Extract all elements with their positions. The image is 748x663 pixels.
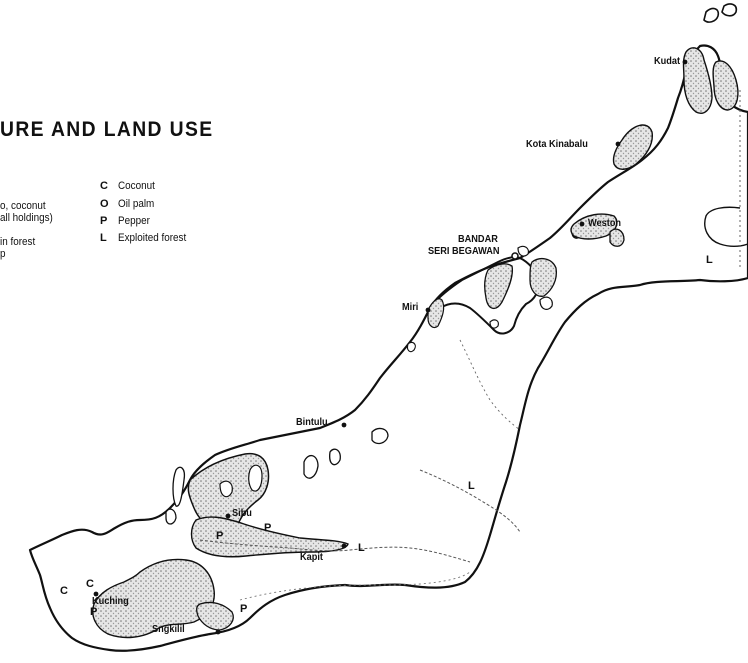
- miri-dot: [425, 307, 431, 313]
- symbol-forest-kapit: L: [358, 542, 365, 554]
- legend-code-coconut: C: [100, 180, 108, 192]
- weston-dot: [579, 221, 585, 227]
- legend-label-pepper: Pepper: [118, 215, 150, 227]
- legend-code-pepper: P: [100, 215, 108, 227]
- island-2: [721, 3, 738, 17]
- rajang-islet-3: [248, 464, 263, 492]
- brunei-stipple-east: [529, 257, 558, 297]
- symbol-pepper-south: P: [240, 603, 248, 615]
- brunei-islet: [517, 245, 529, 257]
- coast-islet: [406, 341, 416, 353]
- symbol-coconut-kuching: C: [86, 578, 94, 590]
- city-label-kota-kinabalu: Kota Kinabalu: [526, 139, 588, 150]
- kota-kinabalu-dot: [615, 141, 621, 147]
- city-label-weston: Weston: [588, 218, 622, 229]
- legend-label-oil-palm: Oil palm: [118, 198, 155, 210]
- city-label-bandar: BANDAR: [458, 234, 498, 245]
- symbol-pepper-sibu-1: P: [216, 530, 224, 542]
- legend-left-line-1: o, coconut: [0, 200, 46, 212]
- city-label-kuching: Kuching: [92, 596, 129, 607]
- legend-left-line-2: all holdings): [0, 212, 53, 224]
- legend-left-line-4: p: [0, 248, 6, 260]
- city-label-seri-begawan: SERI BEGAWAN: [428, 246, 500, 257]
- sabah-boundary: [704, 206, 748, 247]
- city-label-miri: Miri: [402, 302, 419, 313]
- city-label-kudat: Kudat: [654, 56, 681, 67]
- bintulu-dot: [341, 422, 347, 428]
- legend-code-exploited-forest: L: [100, 232, 107, 244]
- kudat-dot: [682, 59, 688, 65]
- kota-kinabalu-stipple: [612, 124, 653, 170]
- city-label-kapit: Kapit: [300, 552, 323, 563]
- legend-label-coconut: Coconut: [118, 180, 155, 192]
- bintulu-islet-1: [371, 427, 389, 445]
- symbol-pepper-kuching: P: [90, 606, 98, 618]
- brunei-lake: [539, 296, 553, 310]
- rajang-islet-1: [172, 466, 186, 507]
- kudat-stipple-east: [712, 60, 739, 111]
- city-label-sibu: Sibu: [232, 508, 252, 519]
- brunei-boundary: [430, 256, 540, 335]
- symbol-pepper-sibu-2: P: [264, 522, 272, 534]
- kuching-east-stipple: [196, 601, 234, 631]
- symbol-coconut-west: C: [60, 585, 68, 597]
- weston-island: [609, 228, 625, 247]
- symbol-forest-interior: L: [468, 480, 475, 492]
- bintulu-islet-2: [303, 455, 319, 479]
- bandar-dot: [511, 252, 519, 260]
- symbol-forest-sabah: L: [706, 254, 713, 266]
- miri-lake: [489, 319, 499, 329]
- brunei-stipple: [484, 263, 514, 309]
- kudat-stipple: [682, 47, 713, 114]
- legend-label-exploited-forest: Exploited forest: [118, 232, 187, 244]
- sibu-stipple: [190, 516, 349, 558]
- legend-code-oil-palm: O: [100, 198, 109, 210]
- sibu-dot: [225, 513, 231, 519]
- bintulu-islet-3: [329, 448, 341, 466]
- rajang-islet-4: [219, 480, 233, 498]
- kuching-stipple: [92, 558, 215, 639]
- baram-river: [419, 469, 521, 533]
- legend-left-line-3: in forest: [0, 236, 36, 248]
- miri-stipple: [427, 298, 445, 329]
- kapit-dot: [341, 543, 347, 549]
- city-label-serian: Sngkilil: [152, 624, 185, 635]
- island-1: [703, 7, 720, 23]
- rajang-river: [199, 539, 471, 563]
- map-title: URE AND LAND USE: [0, 118, 214, 141]
- city-label-bintulu: Bintulu: [296, 417, 328, 428]
- weston-stipple: [570, 213, 618, 240]
- rajang-islet-2: [165, 508, 177, 525]
- kuching-dot: [93, 591, 99, 597]
- serian-dot: [215, 629, 221, 635]
